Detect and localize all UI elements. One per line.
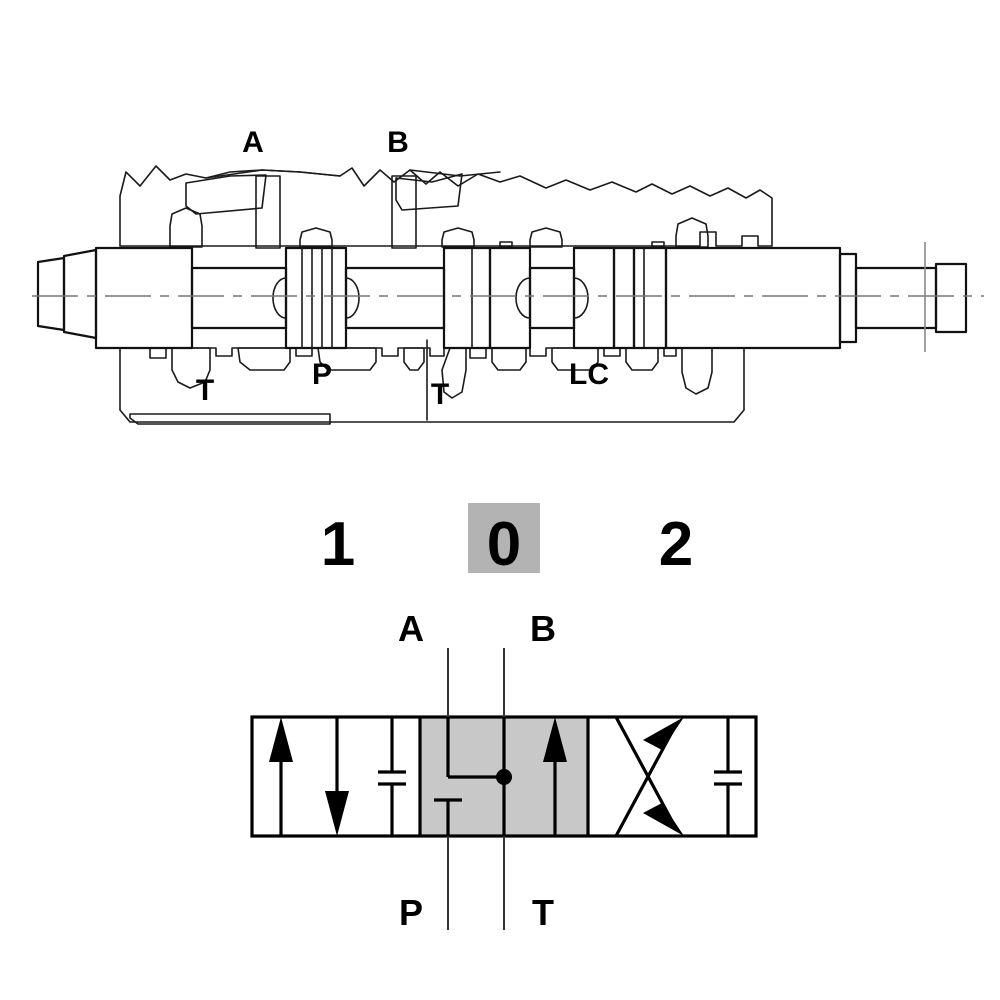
position-label-2: 2	[659, 510, 693, 579]
cross-section-label-T2: T	[431, 378, 449, 411]
spool-assembly	[36, 246, 968, 350]
envelope-1-contents	[269, 717, 406, 836]
cross-section-label-P: P	[312, 358, 332, 391]
envelope-2-contents	[614, 716, 742, 837]
cross-section-label-LC: LC	[569, 358, 609, 391]
cross-section-group	[32, 165, 984, 425]
symbol-label-B: B	[530, 608, 556, 649]
upper-housing-body	[119, 165, 773, 249]
valve-symbol-group	[250, 503, 758, 930]
position-label-0: 0	[487, 510, 521, 579]
cross-section-label-T1: T	[196, 374, 214, 407]
symbol-label-A: A	[398, 608, 424, 649]
position-0-highlight	[468, 503, 540, 573]
symbol-label-P: P	[399, 892, 423, 933]
cross-section-label-A: A	[242, 126, 264, 159]
envelope-0-contents	[434, 717, 567, 836]
symbol-label-T: T	[532, 892, 554, 933]
position-label-1: 1	[321, 510, 355, 579]
cross-section-label-B: B	[387, 126, 409, 159]
